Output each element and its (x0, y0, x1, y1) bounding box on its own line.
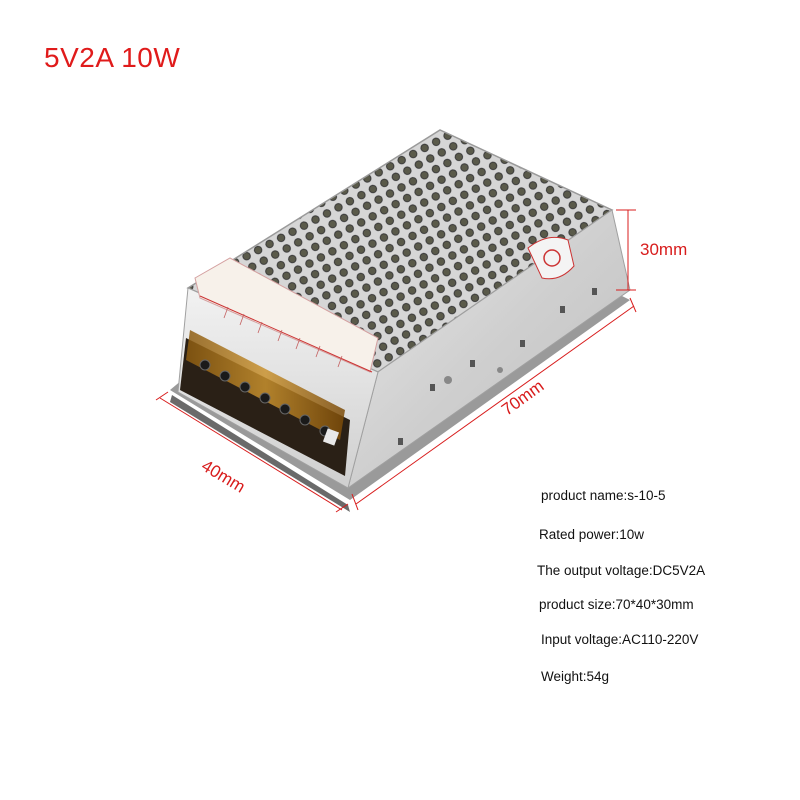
terminal-cover (186, 330, 345, 440)
height-dimension (616, 209, 636, 291)
spec-product-size: product size:70*40*30mm (539, 597, 694, 612)
label-strip (194, 257, 379, 373)
spec-product-name: product name:s-10-5 (541, 488, 666, 503)
product-title: 5V2A 10W (44, 42, 181, 73)
spec-weight: Weight:54g (541, 669, 610, 684)
base-shadow (170, 395, 350, 512)
width-dimension (155, 391, 349, 513)
spec-input-voltage: Input voltage:AC110-220V (541, 632, 699, 647)
length-dimension (351, 297, 637, 511)
height-label: 30mm (640, 240, 688, 259)
warranty-sticker (527, 236, 575, 280)
spec-rated-power: Rated power:10w (539, 527, 645, 542)
spec-output-voltage: The output voltage:DC5V2A (537, 563, 706, 578)
